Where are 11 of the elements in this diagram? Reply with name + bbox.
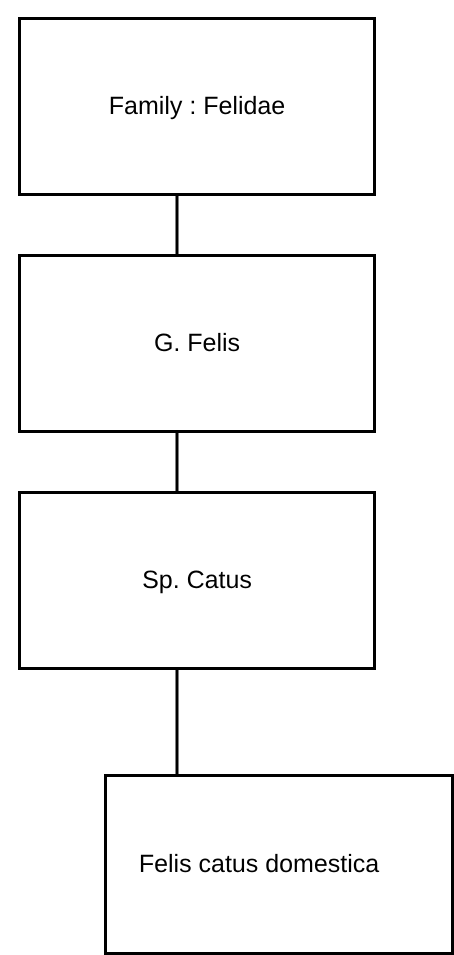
connector-line [176, 196, 178, 254]
connector-line [176, 433, 178, 491]
taxon-box [18, 17, 376, 196]
taxon-name: G. Felis [154, 328, 240, 359]
taxon-name: Sp. Catus [142, 564, 252, 596]
taxon-name: Family : Felidae [108, 90, 286, 122]
taxon-box [18, 491, 376, 670]
connector-line [176, 670, 178, 774]
taxon-name: Felis catus domestica [138, 848, 380, 880]
taxon-box [104, 774, 454, 955]
taxon-box [18, 254, 376, 433]
